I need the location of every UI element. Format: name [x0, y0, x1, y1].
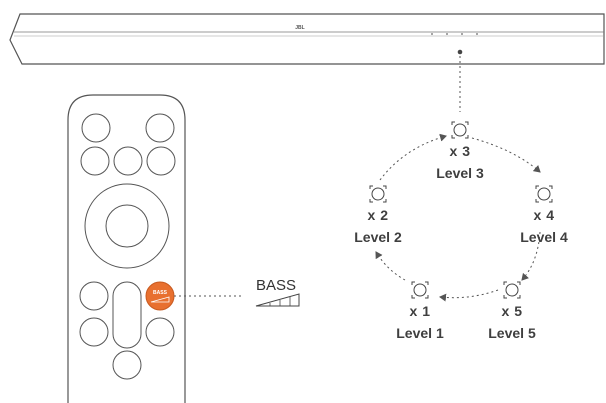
arrow-level5-to-level1 — [439, 289, 499, 302]
level-node-1: x 1 Level 1 — [396, 281, 444, 341]
soundbar-button-dot — [476, 33, 478, 35]
level-node-2: x 2 Level 2 — [354, 185, 402, 245]
level-label: Level 4 — [520, 229, 568, 245]
level-multiplier: x 5 — [502, 303, 523, 319]
led-icon — [369, 185, 387, 203]
remote-bass-button-label: BASS — [153, 290, 168, 296]
bass-level-icon — [255, 293, 300, 307]
remote-button[interactable] — [113, 146, 143, 176]
level-label: Level 2 — [354, 229, 402, 245]
level-multiplier: x 3 — [450, 143, 471, 159]
remote-volume-rocker[interactable] — [112, 281, 142, 349]
led-icon — [451, 121, 469, 139]
level-node-5: x 5 Level 5 — [488, 281, 536, 341]
remote-power-button[interactable] — [81, 113, 111, 143]
level-label: Level 1 — [396, 325, 444, 341]
level-multiplier: x 4 — [534, 207, 555, 223]
soundbar-led-indicator — [457, 49, 463, 55]
soundbar: JBL — [9, 13, 605, 65]
level-multiplier: x 1 — [410, 303, 431, 319]
soundbar-button-dot — [431, 33, 433, 35]
level-multiplier: x 2 — [368, 207, 389, 223]
arrow-level3-to-level4 — [471, 137, 541, 173]
remote-button[interactable] — [145, 317, 175, 347]
remote-ok-button[interactable] — [105, 204, 149, 248]
remote-button[interactable] — [80, 146, 110, 176]
remote-button[interactable] — [112, 350, 142, 380]
soundbar-button-dot — [461, 33, 463, 35]
remote-button[interactable] — [146, 146, 176, 176]
soundbar-brand-logo: JBL — [295, 25, 304, 31]
level-node-4: x 4 Level 4 — [520, 185, 568, 245]
bass-callout-label: BASS — [256, 277, 296, 294]
soundbar-button-dot — [446, 33, 448, 35]
bass-level-icon — [150, 296, 170, 303]
led-icon — [503, 281, 521, 299]
remote-bass-button[interactable] — [145, 281, 175, 311]
remote-control: BASS — [67, 94, 186, 403]
led-icon — [411, 281, 429, 299]
remote-button[interactable] — [79, 317, 109, 347]
level-label: Level 3 — [436, 165, 484, 181]
led-icon — [535, 185, 553, 203]
remote-button[interactable] — [79, 281, 109, 311]
level-cycle-arrows — [375, 133, 541, 302]
arrow-level1-to-level2 — [375, 251, 406, 281]
level-nodes: x 1 Level 1 x 2 Level 2 x 3 Level 3 x 4 Level 4… — [354, 121, 568, 341]
remote-source-button[interactable] — [145, 113, 175, 143]
level-label: Level 5 — [488, 325, 536, 341]
level-node-3: x 3 Level 3 — [436, 121, 484, 181]
